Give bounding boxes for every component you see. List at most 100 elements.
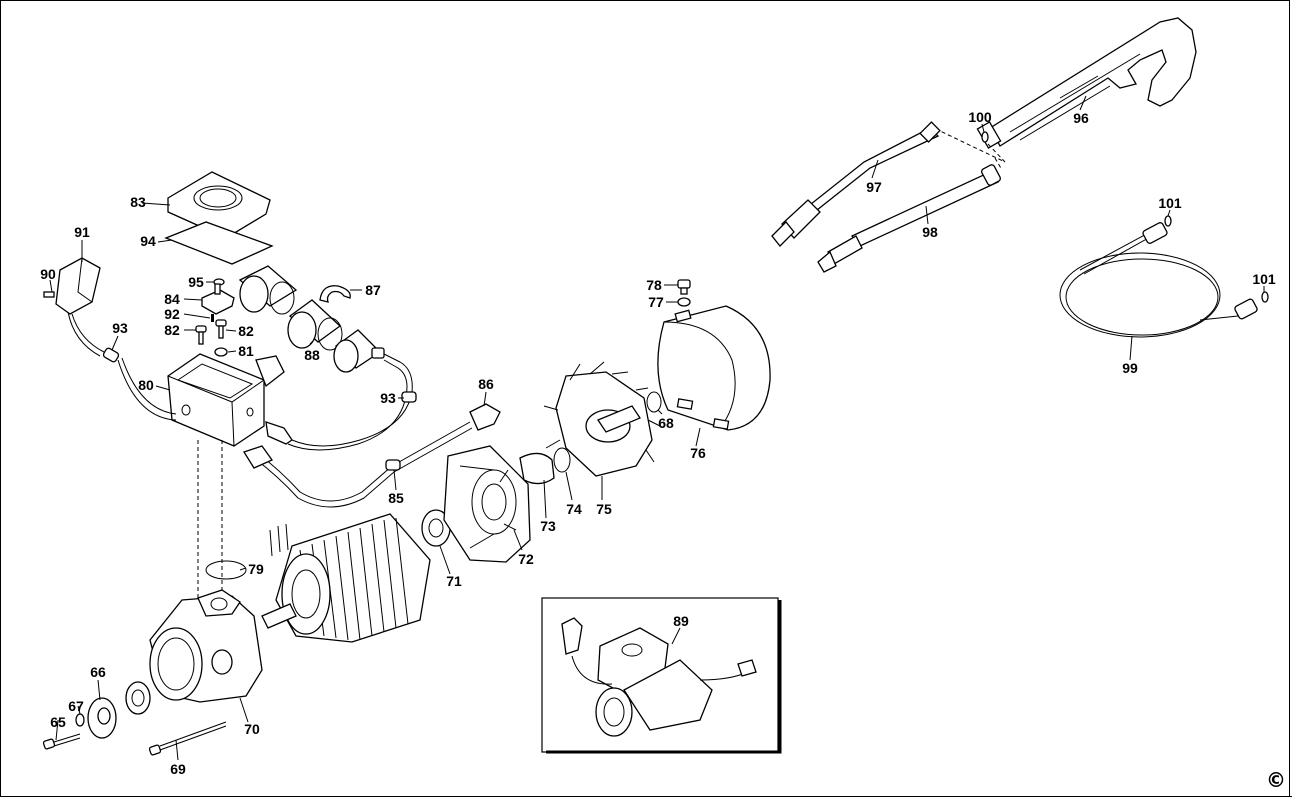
lead-85 (393, 469, 397, 491)
lance-97-drawing (771, 121, 941, 247)
lead-100 (981, 123, 985, 133)
lead-76 (695, 427, 701, 447)
cable-93a (121, 357, 177, 415)
label-65: 65 (50, 714, 66, 730)
label-84: 84 (164, 291, 180, 307)
cable-93a-edge (117, 359, 177, 421)
screw-92 (211, 314, 214, 322)
lead-68 (657, 409, 663, 415)
end-shield-72-drawing (443, 445, 531, 563)
label-73: 73 (540, 518, 556, 534)
hose-99-drawing (1059, 222, 1258, 338)
screw-78 (677, 279, 691, 295)
lead-99 (1129, 335, 1133, 361)
label-92: 92 (164, 306, 180, 322)
lead-79 (239, 567, 247, 571)
wire-cap-b (287, 359, 408, 451)
label-76: 76 (690, 445, 706, 461)
motor-drawing (261, 513, 431, 643)
bearing-71-inner (428, 518, 444, 538)
label-77: 77 (648, 294, 664, 310)
label-82b: 82 (238, 323, 254, 339)
label-75: 75 (596, 501, 612, 517)
bearing-drawing (125, 681, 151, 715)
lead-81 (227, 350, 237, 353)
label-72: 72 (518, 551, 534, 567)
wire-terminal-b (243, 445, 273, 469)
label-67: 67 (68, 698, 84, 714)
label-101b: 101 (1252, 271, 1276, 287)
lead-94 (157, 239, 173, 243)
label-98: 98 (922, 224, 938, 240)
cap-66-drawing (87, 697, 117, 739)
label-78: 78 (646, 277, 662, 293)
lead-67 (77, 705, 81, 715)
label-71: 71 (446, 573, 462, 589)
lead-89 (671, 627, 681, 645)
label-79: 79 (248, 561, 264, 577)
label-74: 74 (566, 501, 582, 517)
lead-82b (225, 329, 237, 332)
grommet-85 (385, 459, 401, 471)
label-90: 90 (40, 266, 56, 282)
label-66: 66 (90, 664, 106, 680)
gun-connection-dash (994, 157, 1003, 171)
label-81: 81 (238, 343, 254, 359)
lead-72 (513, 529, 523, 551)
inset-assembly-89 (541, 597, 782, 754)
grommet-93a (102, 347, 120, 363)
label-89: 89 (673, 613, 689, 629)
label-93b: 93 (380, 390, 396, 406)
oring-67 (75, 713, 85, 727)
label-70: 70 (244, 721, 260, 737)
bearing-inner (131, 689, 145, 707)
oring-68 (646, 391, 662, 413)
spray-gun-drawing (976, 17, 1197, 149)
lead-93a (111, 335, 119, 351)
lead-65 (55, 719, 59, 741)
fan-cover-76-drawing (657, 305, 771, 431)
label-93a: 93 (112, 320, 128, 336)
wire-terminal-a (265, 421, 293, 445)
lead-66 (97, 679, 101, 701)
lead-84 (183, 298, 203, 301)
cable-85 (255, 421, 471, 502)
lead-88 (309, 341, 313, 345)
label-82a: 82 (164, 322, 180, 338)
wire-cap (291, 353, 413, 447)
label-99: 99 (1122, 360, 1138, 376)
label-69: 69 (170, 761, 186, 777)
oring-79 (205, 560, 247, 580)
lead-92 (183, 313, 211, 319)
lead-83 (141, 202, 171, 206)
label-68: 68 (658, 415, 674, 431)
label-101a: 101 (1158, 195, 1182, 211)
pump-head-drawing (149, 589, 263, 711)
screw-65-drawing (42, 733, 81, 750)
lead-71 (439, 545, 451, 575)
grommet-93b (401, 391, 417, 403)
lead-90 (49, 279, 53, 293)
screw-82a (195, 325, 207, 345)
label-86: 86 (478, 376, 494, 392)
gasket-94-drawing (164, 221, 274, 265)
part-84-drawing (201, 283, 235, 315)
copyright-symbol: © (1266, 768, 1286, 792)
label-97: 97 (866, 179, 882, 195)
label-95: 95 (188, 274, 204, 290)
screw-82b (215, 319, 227, 339)
lead-96 (1079, 95, 1087, 111)
label-83: 83 (130, 194, 146, 210)
terminal-box-80-drawing (167, 353, 285, 447)
label-94: 94 (140, 233, 156, 249)
washer-77 (677, 297, 691, 307)
cable-85-b (253, 427, 473, 508)
lead-101a (1167, 209, 1171, 217)
capacitor-88-drawing (238, 265, 385, 373)
lead-97 (871, 159, 879, 179)
lead-74 (565, 471, 573, 501)
oring-74 (553, 447, 571, 473)
oring-100 (981, 131, 989, 143)
